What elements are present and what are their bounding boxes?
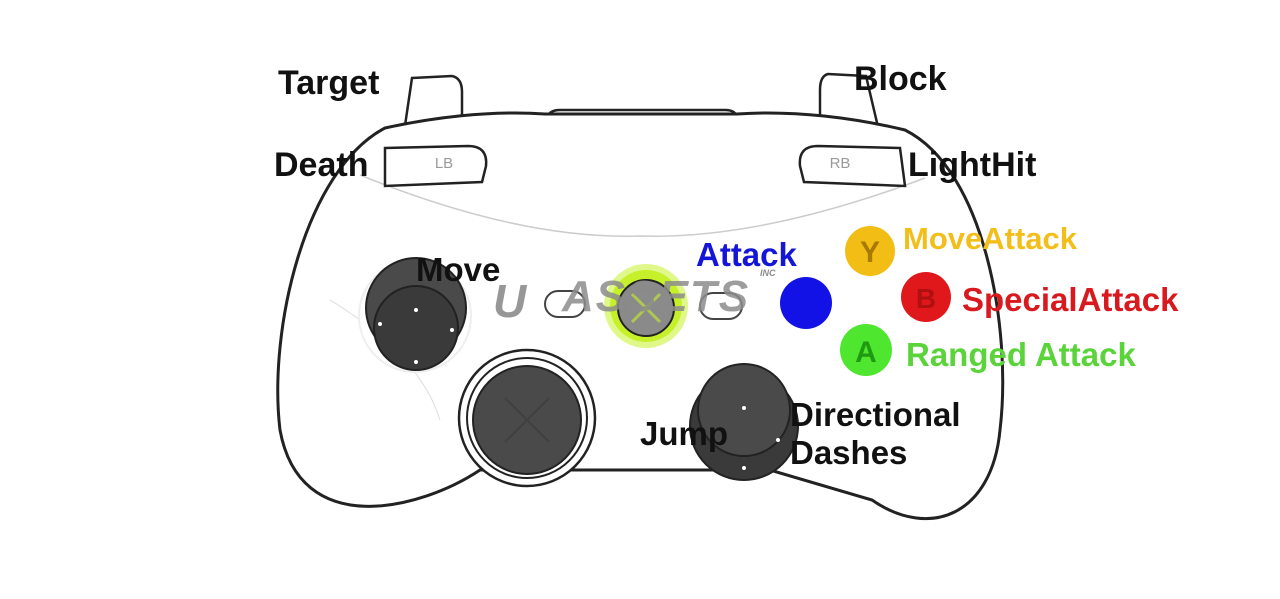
right-bumper: RB xyxy=(798,144,907,188)
label-move: Move xyxy=(416,251,501,288)
label-block: Block xyxy=(854,60,947,98)
label-ranged-attack: Ranged Attack xyxy=(906,336,1136,373)
a-button: A xyxy=(840,324,892,376)
label-light-hit: LightHit xyxy=(908,146,1037,184)
b-button-letter: B xyxy=(916,283,936,314)
label-jump: Jump xyxy=(640,415,729,452)
watermark-prefix: U xyxy=(493,275,529,327)
b-button: B xyxy=(901,272,951,322)
right-bumper-label: RB xyxy=(830,155,851,172)
y-button: Y xyxy=(845,226,895,276)
a-button-letter: A xyxy=(855,336,877,369)
left-bumper-label: LB xyxy=(435,155,453,172)
start-button xyxy=(699,292,743,320)
y-button-letter: Y xyxy=(860,236,880,269)
watermark-suffix: INC xyxy=(760,268,776,278)
body-inner-contour xyxy=(359,174,926,237)
left-bumper: LB xyxy=(383,144,488,188)
back-button xyxy=(544,290,586,318)
label-directional-dashes-line1: Directional xyxy=(790,396,961,433)
dpad xyxy=(457,348,597,488)
label-directional-dashes-line2: Dashes xyxy=(790,434,908,471)
label-special-attack: SpecialAttack xyxy=(962,281,1179,318)
label-target: Target xyxy=(278,64,380,102)
label-attack: Attack xyxy=(696,236,797,273)
right-stick xyxy=(689,363,799,481)
guide-button xyxy=(604,264,688,348)
x-button xyxy=(780,277,832,329)
left-stick xyxy=(358,257,472,373)
watermark-text: ASSETS xyxy=(562,272,751,321)
label-move-attack: MoveAttack xyxy=(903,221,1077,256)
label-death: Death xyxy=(274,146,369,184)
